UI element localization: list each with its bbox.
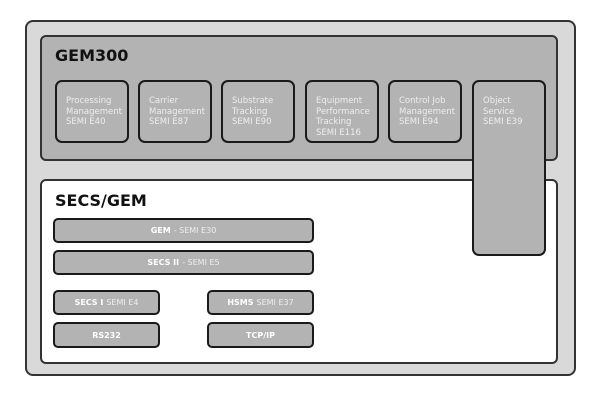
gem300-title: GEM300 [55, 46, 129, 65]
secs2-bar: SECS II- SEMI E5 [53, 250, 314, 275]
rs232-bar: RS232 [53, 322, 160, 348]
secsgem-title: SECS/GEM [55, 191, 147, 210]
gem-bar: GEM- SEMI E30 [53, 218, 314, 243]
tcpip-bar: TCP/IP [207, 322, 314, 348]
